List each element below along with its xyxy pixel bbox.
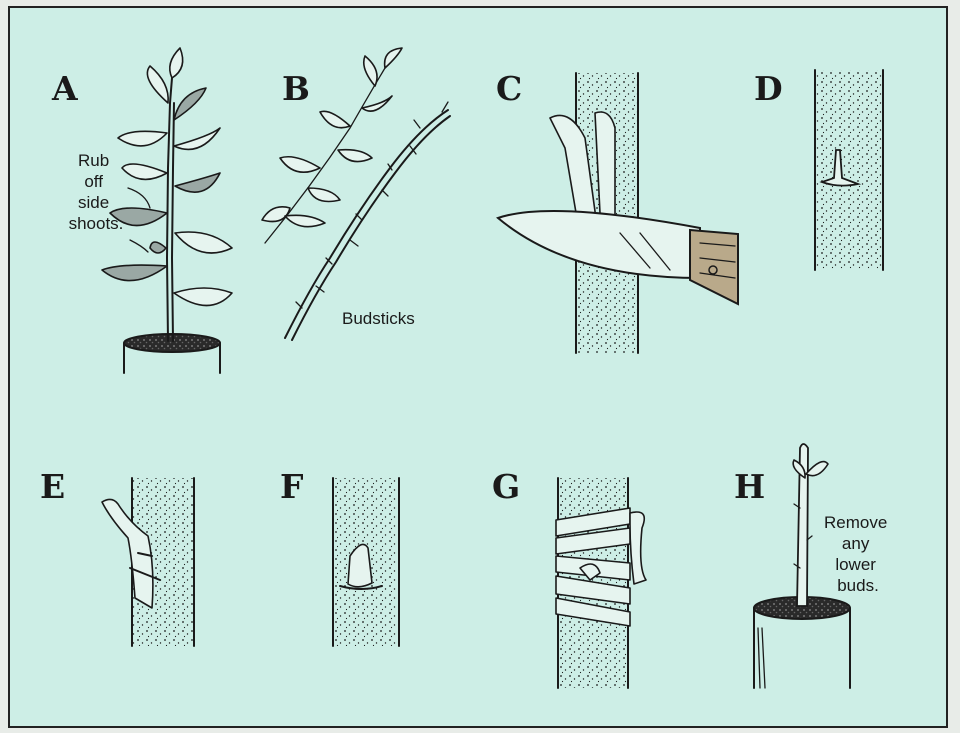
panel-b-note: Budsticks — [342, 309, 415, 328]
arrow-icon — [130, 240, 148, 252]
panel-h-note-line: Remove — [824, 513, 887, 532]
seedling-stem — [167, 78, 172, 341]
panel-a-note-line: side — [78, 193, 109, 212]
panel-a-note-line: Rub — [78, 151, 109, 170]
panel-h-letter: H — [734, 467, 765, 506]
panel-a-note: Rub off side shoots. — [69, 151, 124, 233]
panel-g-letter: G — [492, 467, 520, 506]
pot-icon — [754, 597, 850, 688]
illustration-frame: A Rub off side shoots. — [8, 6, 948, 728]
budding-steps-diagram: A Rub off side shoots. — [10, 8, 946, 726]
new-shoot-leaf — [806, 462, 828, 476]
panel-h-note: Remove any lower buds. — [824, 513, 892, 595]
panel-a-letter: A — [51, 69, 78, 108]
panel-a-note-line: off — [84, 172, 103, 191]
panel-e-letter: E — [40, 467, 65, 506]
panel-b: B Budsticks — [262, 48, 450, 340]
panel-h-note-line: buds. — [837, 576, 879, 595]
panel-d-letter: D — [754, 69, 783, 108]
panel-g: G — [492, 467, 646, 688]
panel-c-letter: C — [496, 69, 522, 108]
panel-h-note-line: any — [842, 534, 870, 553]
panel-f: F — [280, 467, 399, 646]
panel-c: C — [496, 69, 738, 353]
stock-stem — [815, 70, 883, 270]
arrow-icon — [128, 188, 150, 208]
panel-e: E — [40, 467, 194, 646]
panel-a: A Rub off side shoots. — [51, 48, 232, 373]
panel-h: H Remove any lower buds. — [734, 444, 892, 688]
budding-tape — [556, 508, 646, 626]
panel-h-note-line: lower — [835, 555, 876, 574]
panel-b-letter: B — [282, 69, 310, 108]
panel-d: D — [754, 69, 883, 270]
panel-f-letter: F — [280, 467, 303, 506]
